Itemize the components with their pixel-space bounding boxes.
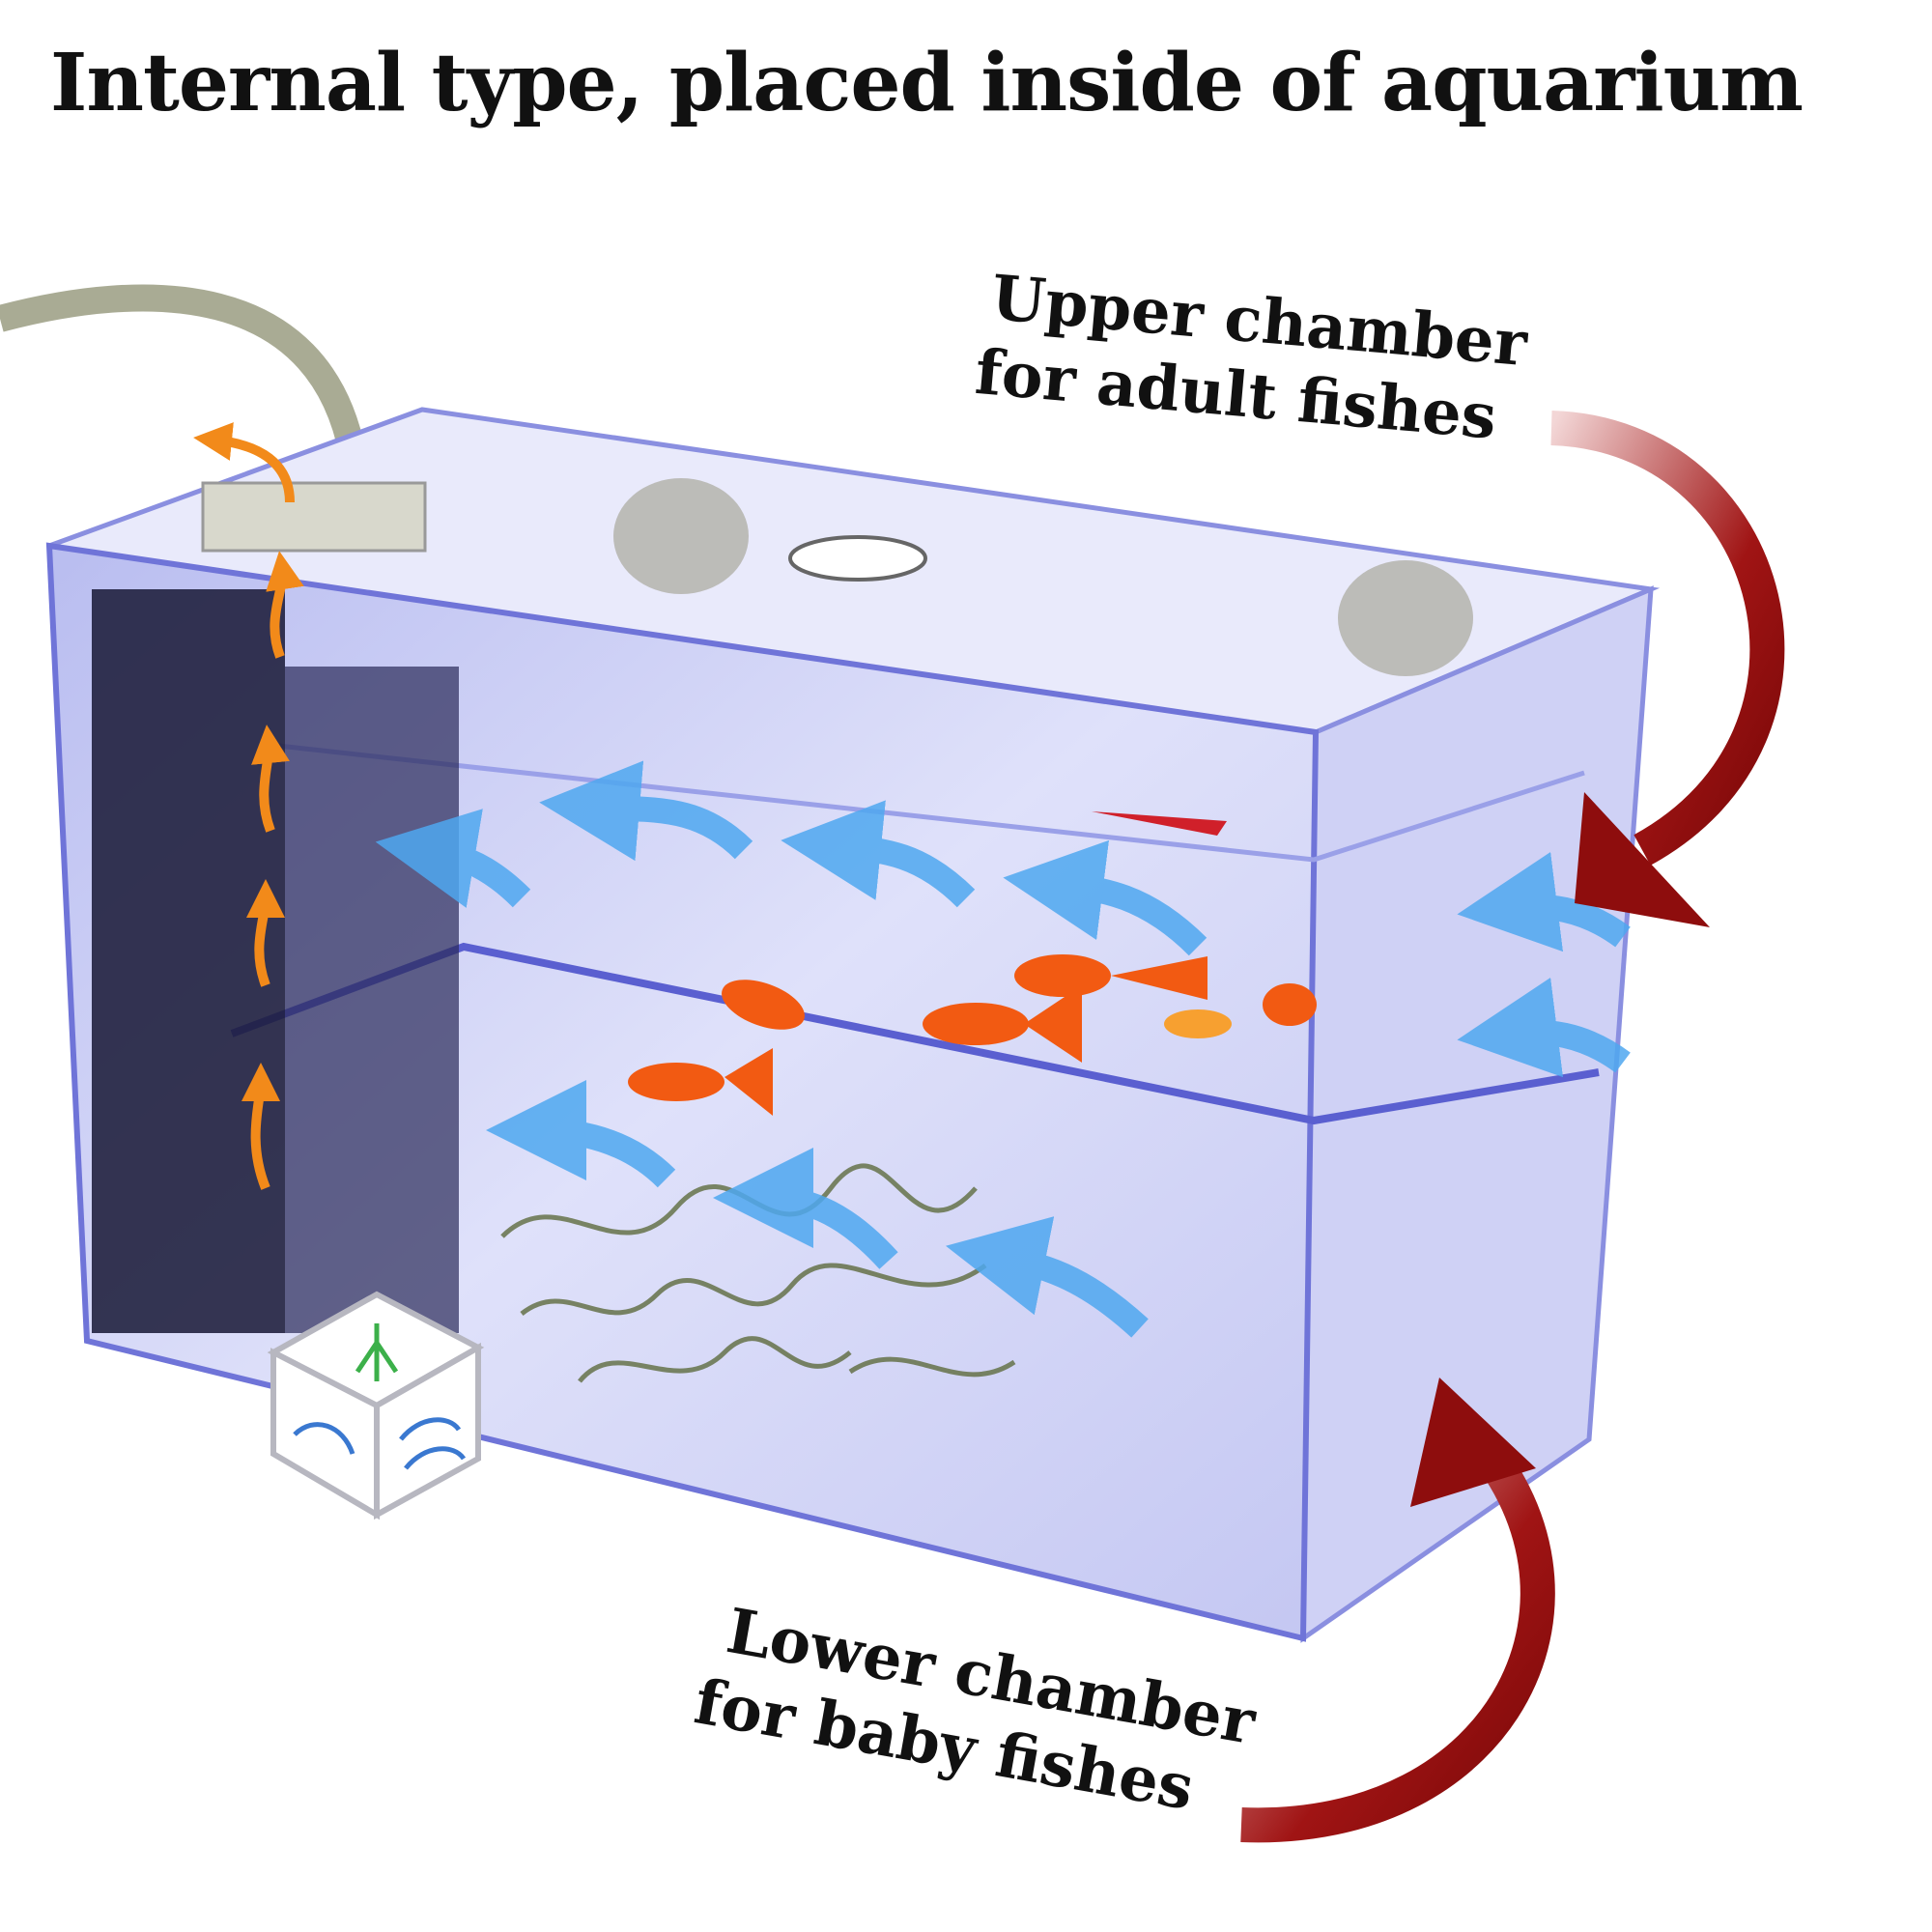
fish-tail	[724, 1048, 773, 1116]
airlift-pump	[201, 481, 427, 553]
adult-fishes	[628, 811, 1317, 1116]
upper-callout-arrow	[1550, 411, 1785, 866]
fish-tail	[1024, 985, 1082, 1063]
fish	[628, 1063, 724, 1101]
suction-cup	[613, 478, 749, 594]
red-fish	[1092, 811, 1227, 836]
plant-icon	[355, 1323, 399, 1381]
fish	[923, 1003, 1029, 1045]
lid-hole	[788, 535, 927, 582]
fish	[1014, 954, 1111, 997]
sponge-filter	[92, 589, 285, 1333]
fish-icon	[399, 1417, 467, 1470]
lower-arrowhead	[1410, 1378, 1536, 1507]
sponge-filter-2	[285, 667, 459, 1333]
water-flow-arrows	[375, 760, 1631, 1338]
upper-arrowhead	[1575, 792, 1710, 927]
fish	[1263, 983, 1317, 1026]
page-title: Internal type, placed inside of aquarium	[50, 37, 1804, 129]
habitat-cube-icon	[267, 1291, 485, 1520]
fish-tail	[1111, 956, 1208, 1000]
air-tube	[0, 284, 366, 457]
air-flow-arrows	[193, 422, 304, 1190]
shrimp-icon	[293, 1422, 355, 1455]
fish	[722, 980, 805, 1030]
fish	[1164, 1009, 1232, 1038]
lower-callout-arrow	[1240, 1417, 1555, 1843]
suction-cup	[1338, 560, 1473, 676]
